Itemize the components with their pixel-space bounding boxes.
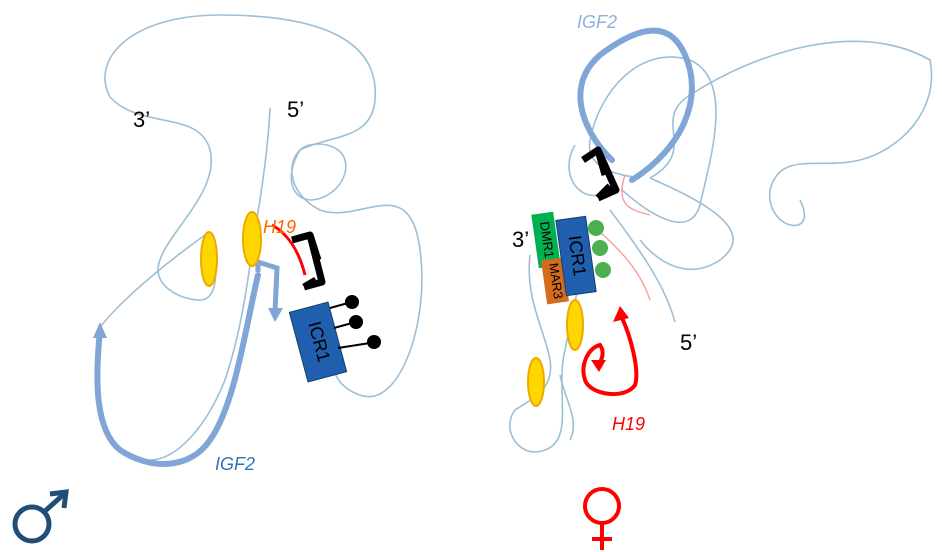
methyl-group-icon xyxy=(367,335,381,349)
methyl-group-icon xyxy=(349,315,363,329)
ctcf-protein-icon xyxy=(588,220,604,236)
methylation-marks xyxy=(329,295,381,349)
three-prime-label-maternal: 3’ xyxy=(512,227,529,252)
h19-label-paternal: H19 xyxy=(263,217,296,237)
igf2-promoter-arrow-icon xyxy=(255,258,280,313)
chromatin-fiber xyxy=(568,144,601,197)
chromatin-fiber xyxy=(104,14,423,398)
enhancer-icon xyxy=(566,299,584,351)
igf2-transcription-arrow-icon xyxy=(93,322,107,338)
igf2-label-paternal: IGF2 xyxy=(215,454,255,474)
chromatin-fiber xyxy=(649,40,933,227)
female-symbol-icon xyxy=(583,487,621,550)
mar3-box: MAR3 xyxy=(541,257,569,305)
enhancer-icon xyxy=(527,357,545,407)
three-prime-label-paternal: 3’ xyxy=(133,107,150,132)
chromatin-fiber xyxy=(509,254,581,453)
h19-upstream-segment xyxy=(599,174,651,301)
five-prime-label-paternal: 5’ xyxy=(287,97,304,122)
maternal-allele-panel: DMR1 MAR3 ICR1 IGF2 3’ 5’ H19 xyxy=(509,12,933,550)
mar3-label: MAR3 xyxy=(546,262,566,300)
chromatin-fiber xyxy=(290,143,347,201)
igf2-gene-paternal xyxy=(94,272,261,467)
chromatin-fiber xyxy=(588,56,717,224)
igf2-label-maternal: IGF2 xyxy=(577,12,617,32)
dmr1-label: DMR1 xyxy=(537,221,557,260)
chromatin-fiber xyxy=(149,107,271,461)
ctcf-protein-icon xyxy=(595,262,611,278)
paternal-allele-panel: H19 ICR1 3’ 5’ IGF2 xyxy=(12,14,423,544)
icr1-box-maternal: ICR1 xyxy=(555,215,597,297)
h19-label-maternal: H19 xyxy=(612,414,645,434)
chromatin-fiber xyxy=(97,234,206,331)
h19-gene-paternal xyxy=(271,223,307,276)
male-symbol-icon xyxy=(12,489,69,544)
ctcf-protein-icon xyxy=(592,240,608,256)
h19-transcription-arrowhead-icon xyxy=(591,360,606,372)
chromatin-fiber xyxy=(559,374,575,441)
insulator-icon xyxy=(291,231,326,291)
h19-transcription-arrowhead-icon xyxy=(613,306,629,322)
enhancer-icon xyxy=(200,231,218,287)
methyl-group-icon xyxy=(345,295,359,309)
insulator-icon xyxy=(581,146,620,202)
chromatin-fiber xyxy=(109,96,217,301)
chromatin-fiber xyxy=(609,209,676,323)
dmr1-box: DMR1 xyxy=(531,211,561,269)
chromatin-fiber xyxy=(639,177,734,270)
h19-gene-maternal xyxy=(581,316,639,397)
igf2-gene-maternal xyxy=(577,27,695,183)
enhancer-icon xyxy=(242,211,262,267)
icr1-box-paternal: ICR1 xyxy=(288,301,348,383)
igf2-promoter-arrowhead-icon xyxy=(268,308,283,322)
five-prime-label-maternal: 5’ xyxy=(680,330,697,355)
